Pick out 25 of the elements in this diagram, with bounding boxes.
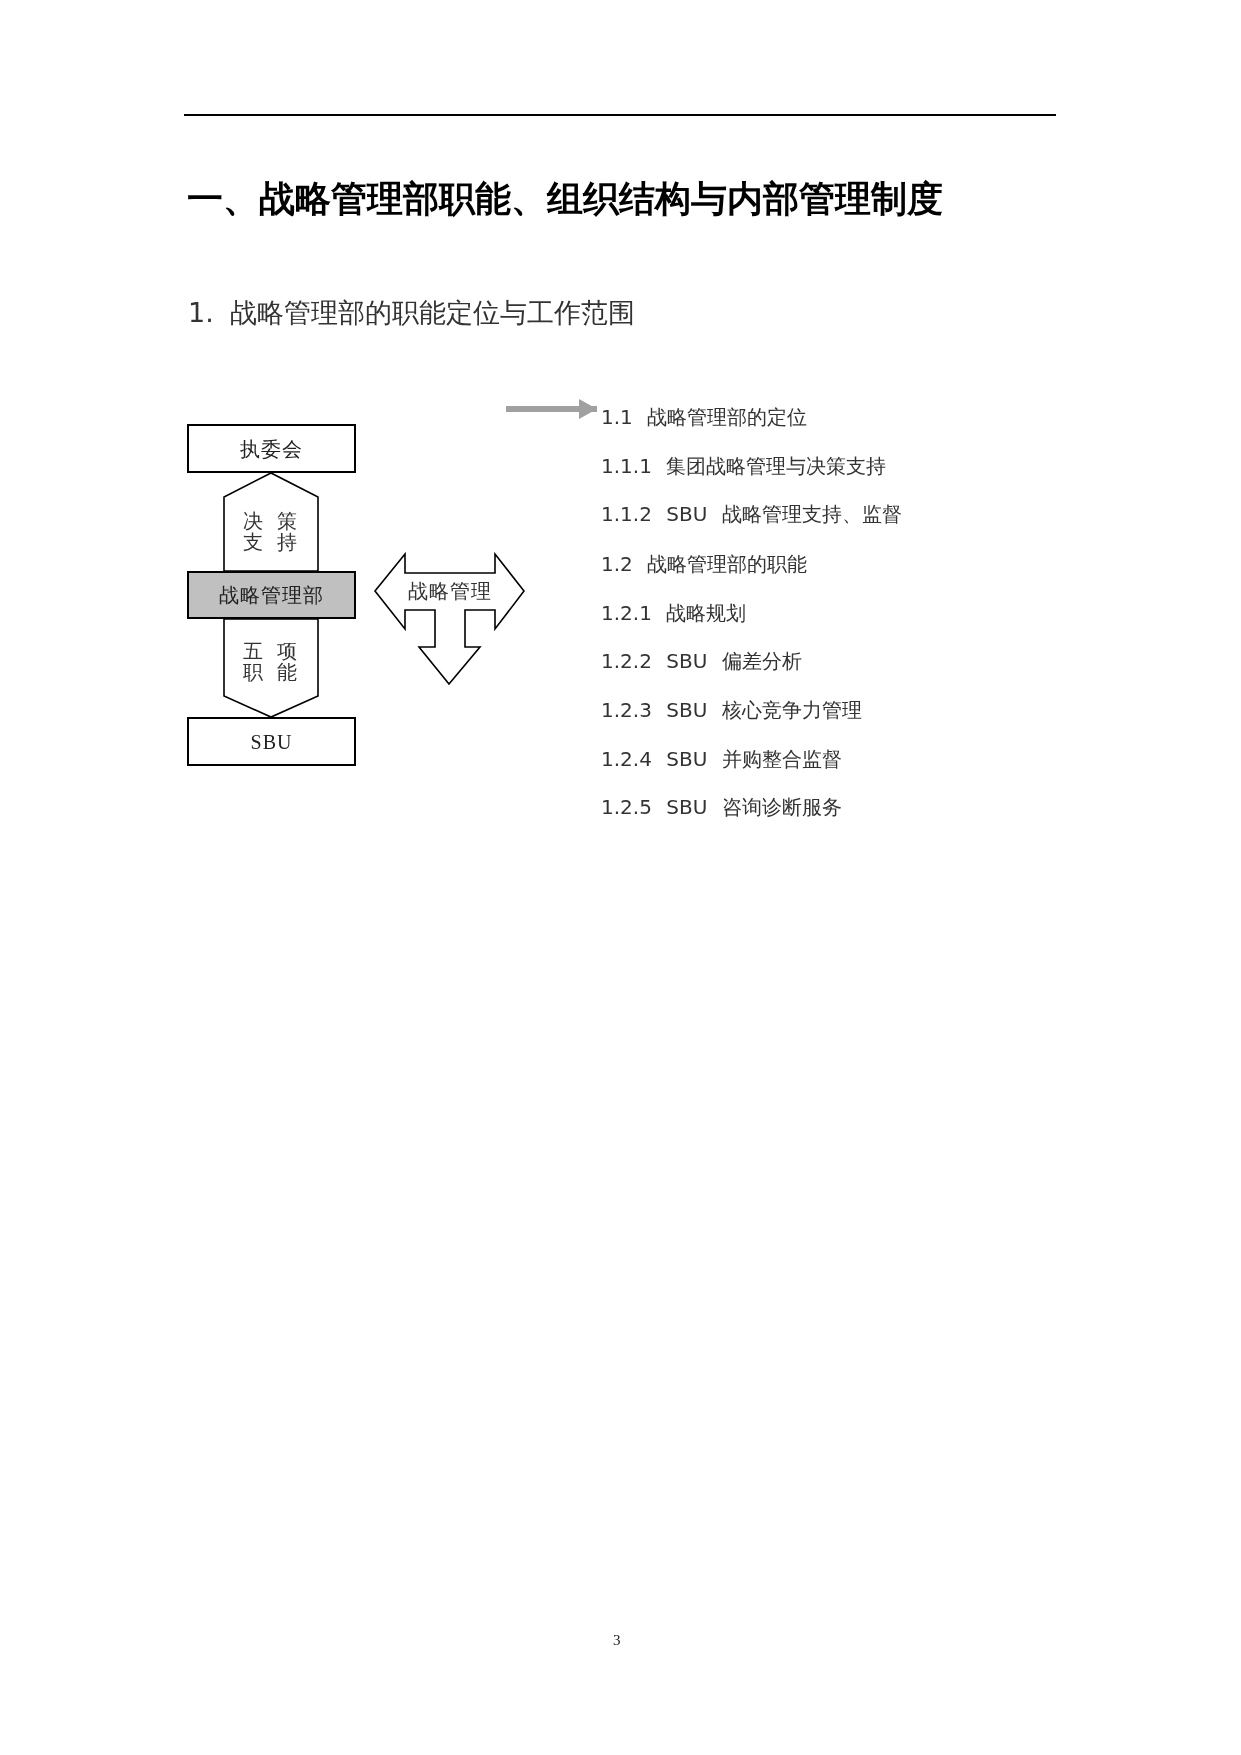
edge-label: 决策支持: [243, 511, 312, 553]
outline-item: 1.2.5 SBU 咨询诊断服务: [601, 794, 842, 820]
page-title: 一、战略管理部职能、组织结构与内部管理制度: [187, 177, 943, 221]
three-way-arrow: [374, 553, 525, 685]
block-arrow: [223, 472, 319, 572]
node-label: 战略管理部: [219, 583, 324, 607]
node-label: 战略管理: [406, 579, 493, 603]
node-label: 执委会: [240, 436, 303, 461]
outline-item: 1.2.2 SBU 偏差分析: [601, 648, 802, 674]
edge-label: 五项职能: [243, 641, 312, 683]
section-heading: 1. 战略管理部的职能定位与工作范围: [188, 296, 636, 330]
org-box: [187, 717, 356, 766]
page-number: 3: [613, 1631, 621, 1649]
outline-item: 1.2.1 战略规划: [601, 600, 747, 626]
outline-item: 1.2.3 SBU 核心竞争力管理: [601, 697, 862, 723]
org-box: [187, 571, 356, 619]
org-box: [187, 424, 356, 473]
outline-item: 1.2.4 SBU 并购整合监督: [601, 746, 842, 772]
outline-item: 1.1.2 SBU 战略管理支持、监督: [601, 501, 902, 527]
node-label: SBU: [250, 729, 293, 754]
outline-item: 1.1 战略管理部的定位: [599, 404, 808, 430]
block-arrow: [223, 618, 319, 718]
outline-item: 1.1.1 集团战略管理与决策支持: [601, 453, 887, 479]
outline-item: 1.2 战略管理部的职能: [601, 551, 808, 577]
arrow: [506, 399, 597, 419]
